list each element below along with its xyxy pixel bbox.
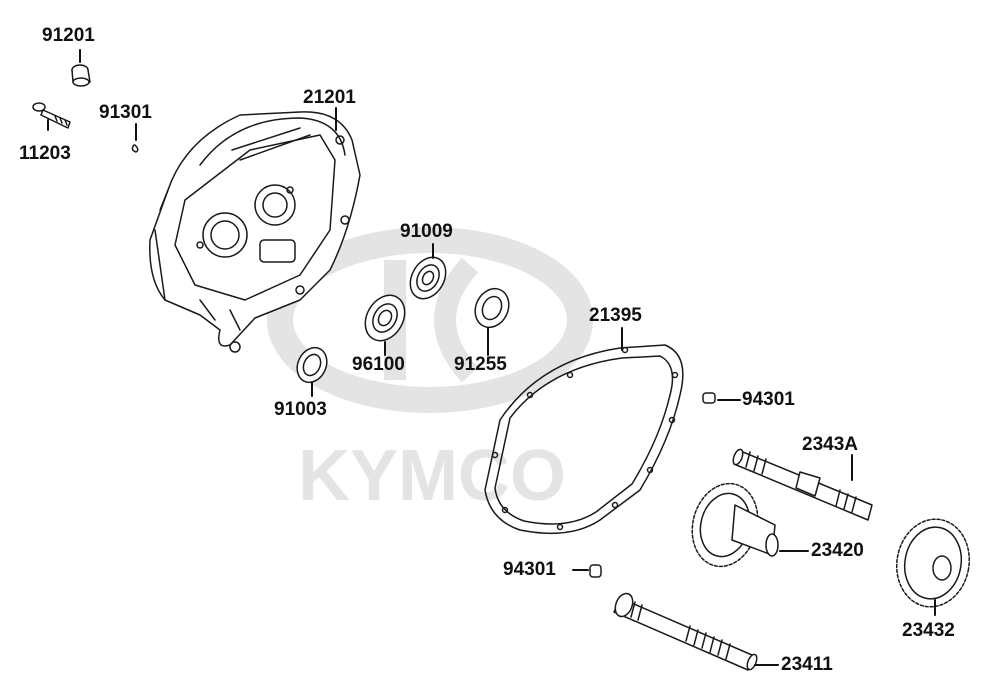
part-number-91201: 91201	[42, 25, 95, 46]
bearing-96100-part	[364, 294, 406, 342]
part-number-23411: 23411	[781, 654, 833, 675]
part-number-94301-lower: 94301	[503, 559, 556, 580]
part-number-91255: 91255	[454, 354, 507, 375]
final-shaft-23411-part	[613, 592, 758, 671]
part-number-96100: 96100	[352, 354, 405, 375]
countershaft-gear-23420-part	[691, 482, 779, 568]
transmission-case-21201-part	[149, 111, 361, 353]
collar-91201-part	[71, 64, 91, 87]
dowel-pin-94301-part	[702, 392, 716, 404]
bearing-91009-part	[409, 256, 447, 300]
part-number-11203: 11203	[19, 143, 71, 164]
part-number-91301: 91301	[99, 102, 152, 123]
part-number-23432: 23432	[902, 620, 955, 641]
part-number-2343A: 2343A	[802, 434, 858, 455]
final-gear-23432-part	[895, 518, 971, 608]
bolt-11203-part	[32, 102, 71, 129]
drive-shaft-2343A-part	[732, 448, 873, 521]
kymco-watermark: KYMCO	[267, 227, 593, 516]
watermark-text: KYMCO	[298, 436, 566, 516]
part-number-94301-upper: 94301	[742, 389, 795, 410]
part-number-91003: 91003	[274, 399, 327, 420]
bearing-91003-part	[296, 346, 328, 384]
part-number-91009: 91009	[400, 221, 453, 242]
oil-seal-91255-part	[474, 287, 510, 329]
pin-91301-part	[131, 144, 139, 153]
gasket-21395-part	[484, 344, 684, 535]
part-number-21395: 21395	[589, 305, 642, 326]
dowel-pin-94301-lower-part	[589, 564, 602, 578]
part-number-21201: 21201	[303, 87, 356, 108]
leader-lines	[47, 49, 936, 666]
part-number-23420: 23420	[811, 540, 864, 561]
